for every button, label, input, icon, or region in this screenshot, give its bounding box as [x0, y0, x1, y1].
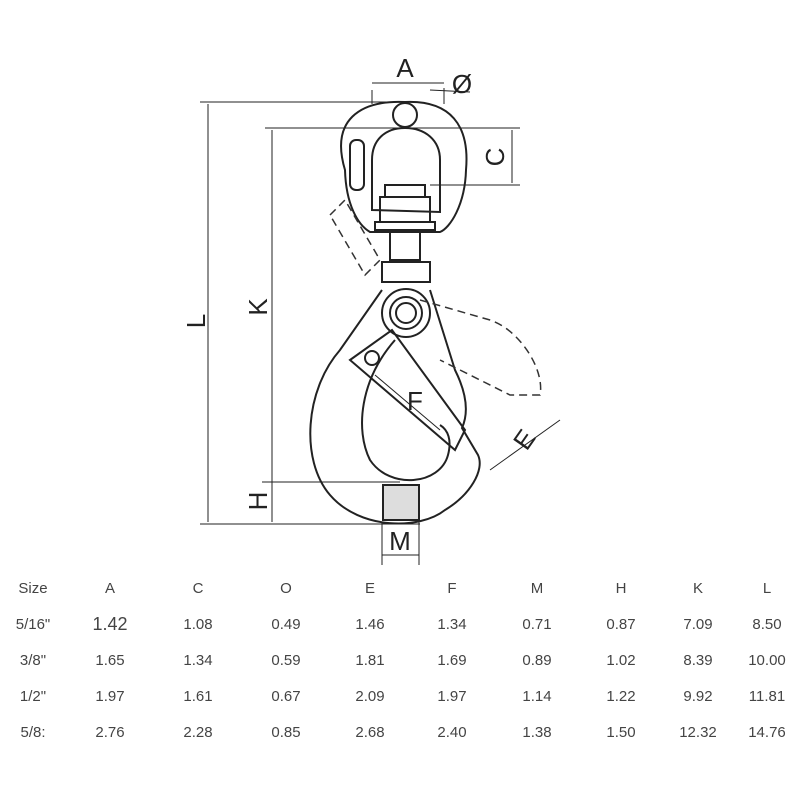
table-row: 3/8" 1.65 1.34 0.59 1.81 1.69 0.89 1.02 …: [0, 642, 800, 678]
cell: 1.34: [183, 651, 213, 669]
cell: 1.08: [183, 615, 213, 633]
cell: 1.22: [606, 687, 636, 705]
col-header: K: [692, 579, 703, 597]
cell: 2.28: [183, 723, 213, 741]
cell: 5/16": [15, 615, 51, 633]
table-row: 1/2" 1.97 1.61 0.67 2.09 1.97 1.14 1.22 …: [0, 678, 800, 714]
cell: 1.38: [522, 723, 552, 741]
label-h: H: [243, 492, 273, 511]
hook-technical-drawing: A Ø C K L F E H M: [181, 53, 561, 565]
label-e: E: [507, 424, 542, 455]
cell: 2.76: [95, 723, 125, 741]
label-m: M: [389, 526, 411, 556]
col-header: Size: [18, 579, 48, 597]
cell: 0.87: [606, 615, 636, 633]
hook-inner: [361, 339, 451, 482]
cell: 5/8:: [20, 723, 46, 741]
cell: 1.65: [95, 651, 125, 669]
hatched-section: [382, 484, 420, 521]
col-header: C: [192, 579, 204, 597]
label-a: A: [396, 53, 414, 83]
cell: 1.81: [355, 651, 385, 669]
col-header: H: [615, 579, 627, 597]
cell: 1.14: [522, 687, 552, 705]
cell: 1.97: [95, 687, 125, 705]
cell: 1.61: [183, 687, 213, 705]
cell: 8.50: [752, 615, 782, 633]
cell: 1.46: [355, 615, 385, 633]
hook-body: [309, 289, 481, 525]
cell: 9.92: [683, 687, 713, 705]
cell: 1.97: [437, 687, 467, 705]
col-header: F: [447, 579, 457, 597]
label-l: L: [181, 314, 211, 328]
cell: 1.50: [606, 723, 636, 741]
swivel-eye-outline: [340, 100, 468, 233]
cell: 2.09: [355, 687, 385, 705]
cell: 0.49: [271, 615, 301, 633]
label-diameter: Ø: [452, 69, 472, 99]
col-header: L: [762, 579, 772, 597]
latch: [348, 328, 467, 452]
cell: 12.32: [679, 723, 717, 741]
table-row: 5/8: 2.76 2.28 0.85 2.68 2.40 1.38 1.50 …: [0, 714, 800, 750]
cell: 7.09: [683, 615, 713, 633]
cell: 2.40: [437, 723, 467, 741]
cell: 0.71: [522, 615, 552, 633]
cell: 8.39: [683, 651, 713, 669]
dimension-table: Size A C O E F M H K L 5/16" 1.42 1.08 0…: [0, 570, 800, 750]
cell: 1/2": [19, 687, 47, 705]
col-header: E: [364, 579, 375, 597]
cell: 11.81: [748, 687, 786, 705]
table-row: 5/16" 1.42 1.08 0.49 1.46 1.34 0.71 0.87…: [0, 606, 800, 642]
cell: 0.59: [271, 651, 301, 669]
cell: 1.69: [437, 651, 467, 669]
cell: 0.67: [271, 687, 301, 705]
label-c: C: [480, 148, 510, 167]
cell: 10.00: [748, 651, 786, 669]
table-header-row: Size A C O E F M H K L: [0, 570, 800, 606]
eye-section-circle: [392, 102, 418, 128]
col-header: O: [280, 579, 292, 597]
label-f: F: [407, 386, 423, 416]
label-k: K: [243, 298, 273, 316]
col-header: M: [530, 579, 544, 597]
cell: 0.85: [271, 723, 301, 741]
cell: 14.76: [748, 723, 786, 741]
col-header: A: [104, 579, 115, 597]
cell: 1.34: [437, 615, 467, 633]
cell: 3/8": [19, 651, 47, 669]
cell: 2.68: [355, 723, 385, 741]
cell: 1.02: [606, 651, 636, 669]
cell: 1.42: [92, 613, 128, 634]
cell: 0.89: [522, 651, 552, 669]
eye-slot: [349, 139, 365, 191]
